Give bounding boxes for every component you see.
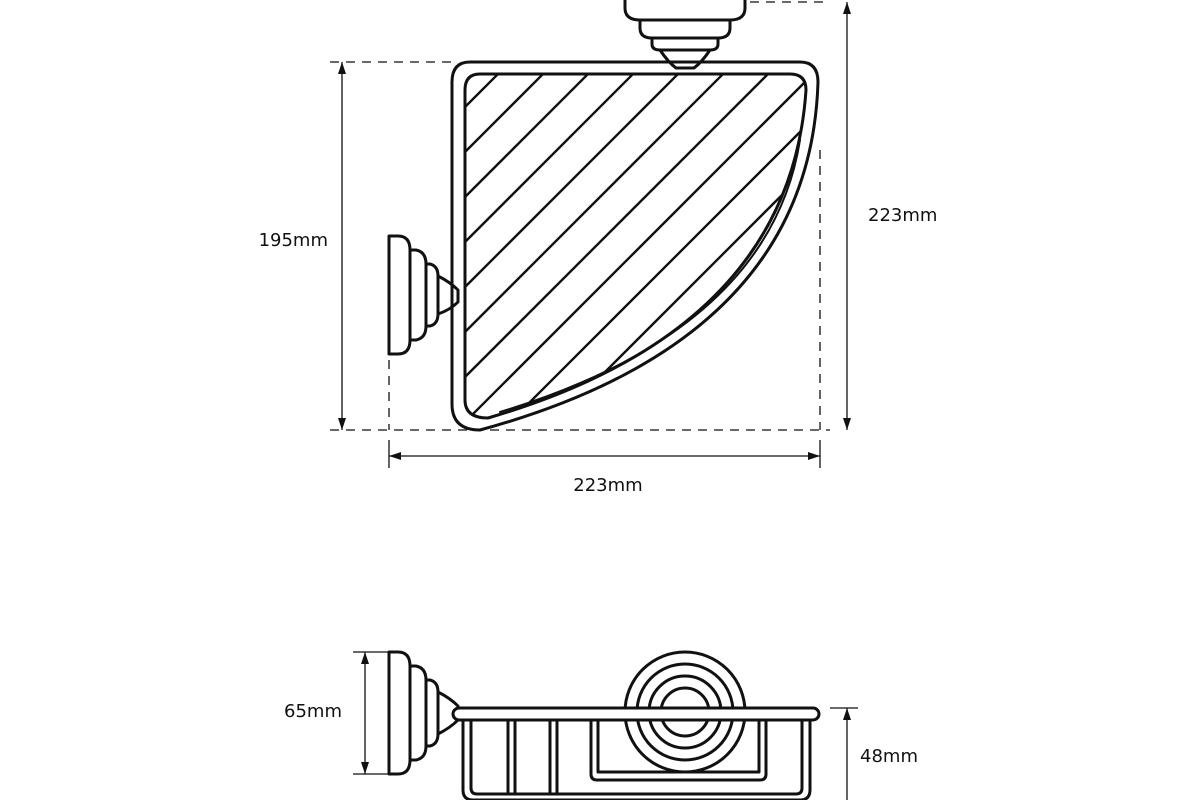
basket-inner-frame bbox=[463, 72, 808, 420]
extension-lines bbox=[330, 1, 830, 431]
dimension-basket-height-label: 48mm bbox=[860, 746, 918, 767]
dimension-total-height-label: 65mm bbox=[284, 701, 342, 722]
dimension-width-label: 223mm bbox=[573, 475, 642, 496]
dimension-width: 223mm bbox=[388, 440, 821, 496]
side-view: 65mm 48mm bbox=[284, 650, 918, 800]
dimension-total-height: 65mm bbox=[284, 651, 388, 775]
wall-mount-side bbox=[387, 650, 460, 776]
dimension-depth: 195mm bbox=[259, 62, 346, 430]
wall-mount-top bbox=[623, 0, 747, 70]
dimension-basket-height: 48mm bbox=[830, 707, 918, 800]
dimension-height-right: 223mm bbox=[843, 2, 937, 430]
basket-outer-frame bbox=[450, 60, 820, 432]
dimension-depth-label: 195mm bbox=[259, 230, 328, 251]
basket-inner-rim bbox=[499, 139, 801, 413]
dimension-height-label: 223mm bbox=[868, 205, 937, 226]
wall-mount-left bbox=[387, 234, 460, 356]
basket-top-rail bbox=[451, 706, 821, 722]
basket-wire-grid bbox=[465, 74, 806, 418]
top-view: 195mm 223mm 223mm bbox=[259, 0, 937, 496]
basket-side-profile bbox=[461, 718, 812, 800]
